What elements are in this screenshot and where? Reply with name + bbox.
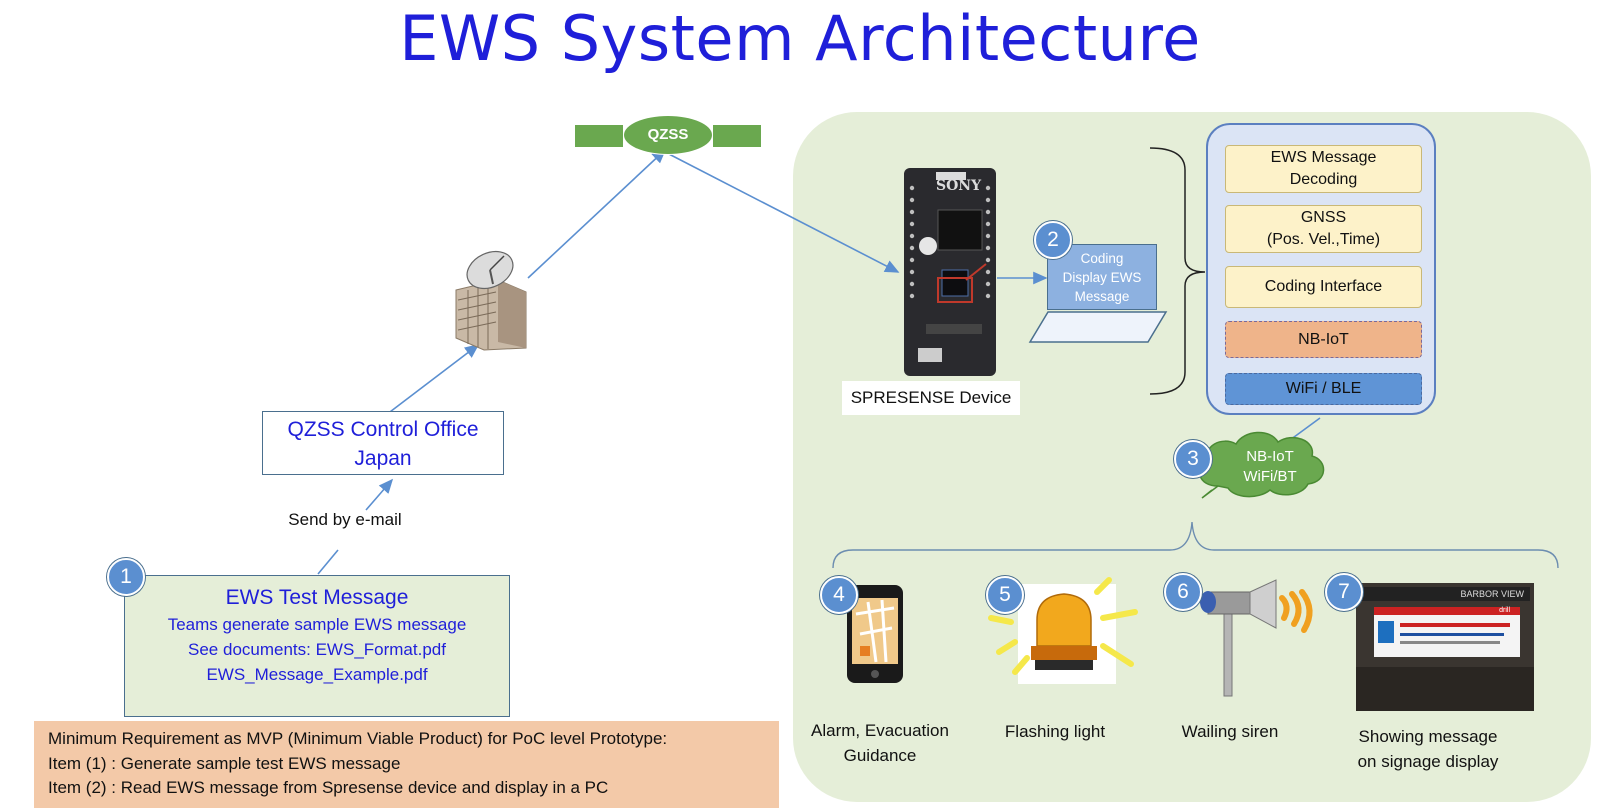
stack-bracket: [1149, 147, 1206, 395]
satellite-panel-left: [575, 125, 623, 147]
stack-to-cloud-line: [1289, 417, 1321, 441]
layer-coding-interface: Coding Interface: [1225, 266, 1422, 308]
signage-exit-icon: [1378, 621, 1394, 643]
alarm-line-1: Alarm, Evacuation: [811, 721, 949, 740]
output-signage-label: Showing message on signage display: [1346, 724, 1510, 774]
signage-drill-text: drill: [1499, 607, 1510, 614]
satellite-icon: QZSS: [623, 115, 713, 155]
layer-gnss: GNSS (Pos. Vel.,Time): [1225, 205, 1422, 253]
test-message-line-2: See documents: EWS_Format.pdf: [188, 640, 446, 659]
layer-1-line-1: EWS Message: [1270, 149, 1377, 167]
output-light-label: Flashing light: [1004, 722, 1106, 741]
pc-line-2: Display EWS: [1062, 270, 1142, 285]
layer-2-line-2: (Pos. Vel.,Time): [1266, 231, 1381, 248]
page-title: EWS System Architecture: [399, 2, 1201, 75]
requirements-line-2: Item (1) : Generate sample test EWS mess…: [48, 753, 401, 773]
control-office-name: QZSS Control Office: [287, 418, 479, 441]
layer-nb-iot: NB-IoT: [1225, 321, 1422, 358]
signage-top-sign: BARBOR VIEW: [1360, 587, 1530, 601]
spresense-device-label: SPRESENSE Device: [842, 381, 1020, 415]
arrow-satellite-to-device: [664, 151, 900, 273]
test-message-box: EWS Test Message Teams generate sample E…: [124, 575, 510, 717]
control-office-country: Japan: [354, 447, 412, 470]
siren-icon: [1200, 579, 1313, 697]
layer-5-label: WiFi / BLE: [1285, 380, 1362, 398]
signage-line-1: Showing message: [1358, 727, 1498, 746]
test-message-heading: EWS Test Message: [225, 586, 409, 609]
cloud-line-1: NB-IoT: [1246, 448, 1294, 465]
step-badge-6: 6: [1164, 573, 1202, 611]
satellite-panel-right: [713, 125, 761, 147]
layer-1-line-2: Decoding: [1289, 171, 1358, 188]
step-badge-2: 2: [1034, 221, 1072, 259]
arrow-station-to-satellite: [527, 148, 667, 279]
step-badge-4: 4: [820, 576, 858, 614]
pc-line-3: Message: [1074, 289, 1130, 304]
pc-screen: Coding Display EWS Message: [1047, 244, 1157, 310]
flashing-light-icon: [988, 577, 1138, 675]
signage-photo: BARBOR VIEW drill: [1356, 583, 1534, 711]
layer-2-line-1: GNSS: [1300, 209, 1347, 227]
signage-line-2: on signage display: [1357, 752, 1499, 771]
requirements-note: Minimum Requirement as MVP (Minimum Viab…: [34, 721, 779, 808]
requirements-line-1: Minimum Requirement as MVP (Minimum Viab…: [48, 729, 668, 748]
pc-line-1: Coding: [1080, 251, 1124, 266]
step-badge-5: 5: [986, 576, 1024, 614]
arrow-email-to-office: [365, 478, 394, 511]
control-office-box: QZSS Control Office Japan: [262, 411, 504, 475]
output-siren-label: Wailing siren: [1181, 722, 1279, 741]
arrow-message-to-email: [317, 549, 339, 575]
layer-4-label: NB-IoT: [1298, 330, 1349, 348]
signage-screen: drill: [1374, 607, 1520, 657]
device-brand-label: SONY: [936, 178, 982, 194]
layer-wifi-ble: WiFi / BLE: [1225, 373, 1422, 405]
step-badge-1: 1: [107, 558, 145, 596]
spresense-board-icon: [904, 168, 996, 376]
smartphone-icon: [847, 585, 903, 683]
alarm-line-2: Guidance: [843, 746, 917, 765]
network-cloud-label: NB-IoT WiFi/BT: [1220, 447, 1320, 487]
distribution-bracket: [832, 521, 1559, 569]
ground-station-icon: [455, 250, 527, 351]
requirements-line-3: Item (2) : Read EWS message from Spresen…: [48, 778, 609, 798]
arrow-office-to-station: [381, 344, 480, 419]
layer-3-label: Coding Interface: [1264, 278, 1383, 296]
cloud-line-2: WiFi/BT: [1243, 468, 1297, 485]
step-badge-7: 7: [1325, 573, 1363, 611]
test-message-line-1: Teams generate sample EWS message: [167, 615, 467, 634]
output-alarm-label: Alarm, Evacuation Guidance: [800, 718, 960, 768]
send-by-email-label: Send by e-mail: [288, 510, 402, 529]
test-message-line-3: EWS_Message_Example.pdf: [206, 665, 428, 684]
laptop-base-icon: [1028, 311, 1168, 343]
step-badge-3: 3: [1174, 440, 1212, 478]
